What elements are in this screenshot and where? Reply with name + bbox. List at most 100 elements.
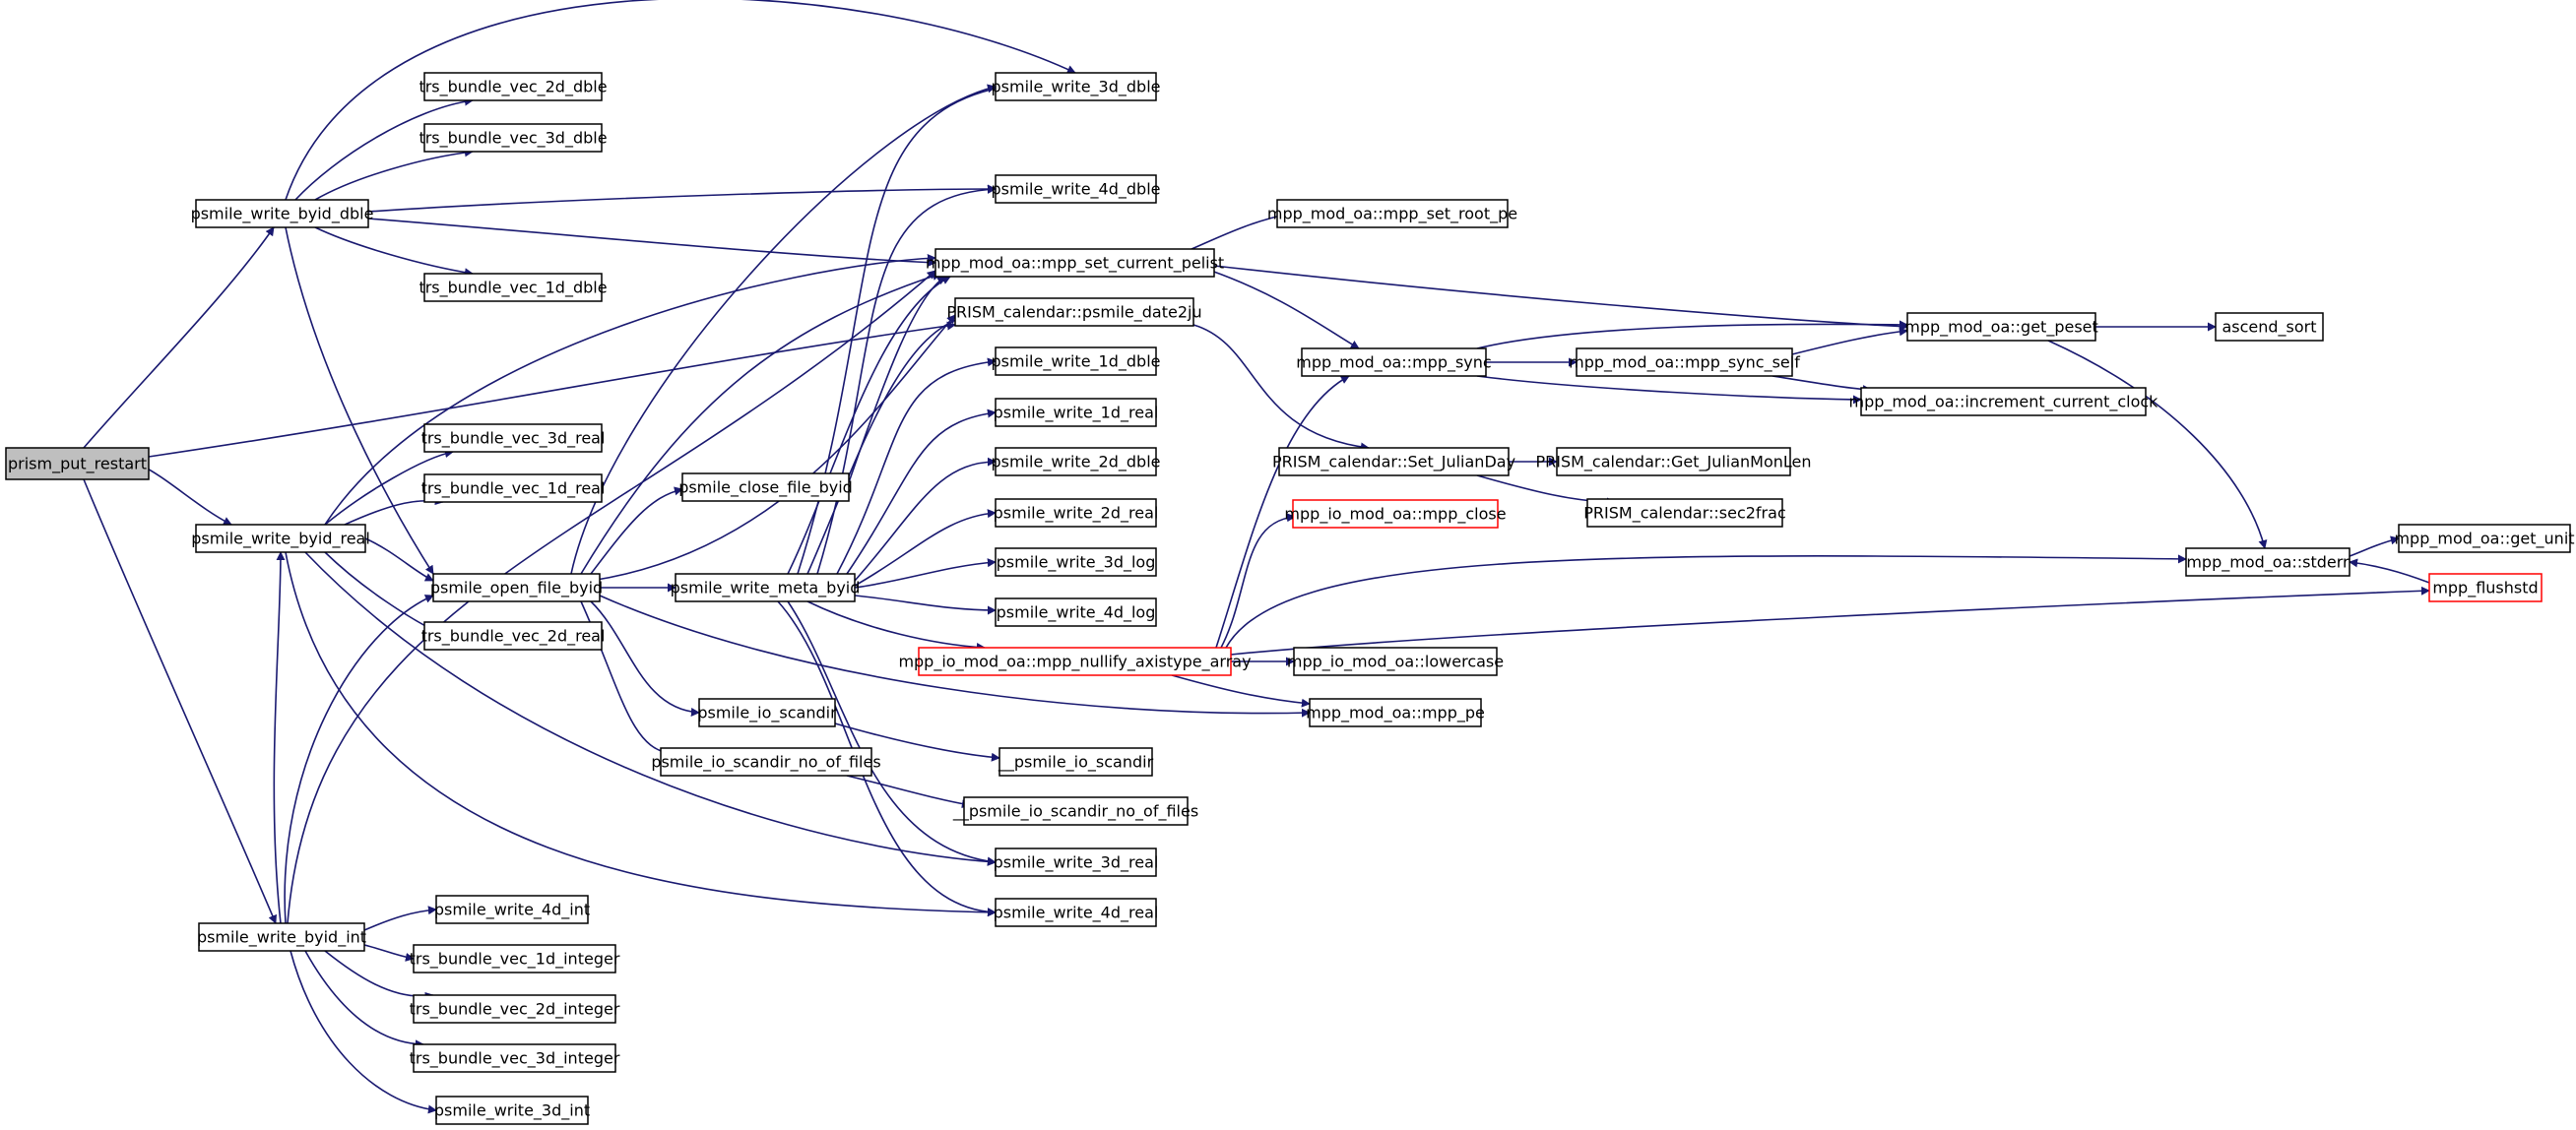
node-box (1906, 312, 2096, 342)
node-trs-bundle-vec-1d-dble[interactable]: trs_bundle_vec_1d_dble (419, 273, 608, 302)
node-trs-bundle-vec-2d-dble[interactable]: trs_bundle_vec_2d_dble (419, 72, 608, 101)
edge-psmile_write_meta_byid-to-psmile_write_2d_real (854, 509, 997, 587)
edge-psmile_write_byid_dble-to-trs_bundle_vec_1d_dble (314, 226, 474, 278)
node-mpp-pe[interactable]: mpp_mod_oa::mpp_pe (1306, 698, 1485, 727)
node-box (995, 174, 1157, 204)
node-box (1586, 498, 1783, 528)
node-mpp-sync-self[interactable]: mpp_mod_oa::mpp_sync_self (1569, 347, 1800, 377)
node-box (698, 698, 836, 727)
node-label: psmile_write_1d_dble (992, 352, 1161, 372)
node-mpp-nullify-axistype-array[interactable]: mpp_io_mod_oa::mpp_nullify_axistype_arra… (898, 647, 1252, 676)
node-psmile-write-2d-real[interactable]: psmile_write_2d_real (994, 498, 1159, 528)
node-label: ascend_sort (2222, 318, 2316, 338)
node-psmile-write-byid-real[interactable]: psmile_write_byid_real (191, 524, 370, 553)
node-box (963, 796, 1189, 826)
node-label: psmile_write_byid_int (197, 928, 366, 948)
edge-prism_put_restart-to-psmile_date2ju (148, 321, 956, 458)
node-psmile-close-file-byid[interactable]: psmile_close_file_byid (678, 472, 853, 502)
node-box (995, 447, 1157, 476)
node-label: trs_bundle_vec_2d_integer (410, 1000, 620, 1020)
edge-psmile_write_byid_real-to-psmile_open_file_byid (364, 537, 434, 582)
node-prism-put-restart[interactable]: prism_put_restart (5, 447, 150, 480)
node-box (423, 273, 603, 302)
node-psmile-write-3d-log[interactable]: psmile_write_3d_log (995, 547, 1157, 577)
node-label: mpp_io_mod_oa::lowercase (1287, 653, 1504, 672)
node-psmile-io-scandir-no-of-files[interactable]: psmile_io_scandir_no_of_files (651, 747, 881, 777)
node-box (423, 473, 603, 503)
node-label: mpp_mod_oa::stderr (2186, 553, 2350, 573)
edge-mpp_sync_self-to-get_peset (1791, 327, 1908, 355)
node-label: PRISM_calendar::Set_JulianDay (1272, 453, 1515, 472)
edge-psmile_write_byid_int-to-trs_bundle_vec_3d_integer (304, 950, 424, 1049)
node-label: PRISM_calendar::Get_JulianMonLen (1535, 453, 1811, 472)
node-mpp-sync[interactable]: mpp_mod_oa::mpp_sync (1296, 347, 1492, 377)
node-get-peset[interactable]: mpp_mod_oa::get_peset (1904, 312, 2098, 342)
node-Set-JulianDay[interactable]: PRISM_calendar::Set_JulianDay (1272, 447, 1515, 476)
node-psmile-write-byid-dble[interactable]: psmile_write_byid_dble (191, 199, 374, 228)
node-box (660, 747, 872, 777)
node-ascend-sort[interactable]: ascend_sort (2215, 312, 2324, 342)
node-psmile-write-meta-byid[interactable]: psmile_write_meta_byid (671, 573, 861, 602)
node-increment-current-clock[interactable]: mpp_mod_oa::increment_current_clock (1849, 387, 2159, 416)
node-psmile-write-1d-real[interactable]: psmile_write_1d_real (994, 398, 1159, 427)
node-get-unit[interactable]: mpp_mod_oa::get_unit (2394, 524, 2575, 553)
edge-psmile_write_meta_byid-to-psmile_date2ju (806, 314, 966, 575)
node-trs-bundle-vec-3d-dble[interactable]: trs_bundle_vec_3d_dble (419, 123, 608, 153)
edge-mpp_set_current_pelist-to-mpp_sync (1210, 270, 1360, 349)
node-label: mpp_mod_oa::mpp_pe (1306, 704, 1485, 723)
node-label: psmile_write_byid_real (191, 530, 370, 549)
node-trs-bundle-vec-3d-real[interactable]: trs_bundle_vec_3d_real (421, 423, 606, 453)
node-trs-bundle-vec-1d-integer[interactable]: trs_bundle_vec_1d_integer (410, 944, 620, 973)
edge-psmile_write_byid_dble-to-trs_bundle_vec_2d_dble (294, 96, 474, 201)
node-box (432, 573, 601, 602)
node-mpp-close[interactable]: mpp_io_mod_oa::mpp_close (1284, 499, 1507, 529)
node-Get-JulianMonLen[interactable]: PRISM_calendar::Get_JulianMonLen (1535, 447, 1812, 476)
node-lowercase[interactable]: mpp_io_mod_oa::lowercase (1287, 647, 1504, 676)
node-psmile-write-byid-int[interactable]: psmile_write_byid_int (197, 922, 366, 952)
node-sec2frac[interactable]: PRISM_calendar::sec2frac (1583, 498, 1786, 528)
node-box (423, 123, 603, 153)
call-edges (83, 0, 2443, 1114)
node-psmile-write-4d-real[interactable]: psmile_write_4d_real (994, 898, 1159, 927)
node-mpp-set-current-pelist[interactable]: mpp_mod_oa::mpp_set_current_pelist (926, 248, 1224, 278)
node-trs-bundle-vec-2d-real[interactable]: trs_bundle_vec_2d_real (421, 621, 606, 651)
node-trs-bundle-vec-2d-integer[interactable]: trs_bundle_vec_2d_integer (410, 994, 620, 1024)
node-psmile-io-scandir[interactable]: psmile_io_scandir (697, 698, 837, 727)
node-stderr[interactable]: mpp_mod_oa::stderr (2185, 547, 2351, 577)
node-mpp-set-root-pe[interactable]: mpp_mod_oa::mpp_set_root_pe (1267, 199, 1517, 228)
node-box (995, 898, 1157, 927)
node-psmile-write-3d-int[interactable]: psmile_write_3d_int (434, 1096, 590, 1125)
node-psmile-write-4d-int[interactable]: psmile_write_4d_int (434, 895, 590, 924)
node---psmile-io-scandir[interactable]: __psmile_io_scandir (998, 747, 1154, 777)
edge-psmile_date2ju-to-Set_JulianDay (1192, 324, 1370, 452)
node-mpp-flushstd[interactable]: mpp_flushstd (2428, 573, 2543, 602)
edge-psmile_write_meta_byid-to-psmile_write_4d_log (854, 595, 997, 615)
edge-psmile_write_meta_byid-to-psmile_write_4d_real (777, 600, 997, 917)
node-box (198, 922, 365, 952)
node-box (2398, 524, 2571, 553)
node-label: trs_bundle_vec_3d_dble (419, 129, 607, 149)
node-psmile-write-3d-real[interactable]: psmile_write_3d_real (994, 848, 1159, 877)
node-psmile-write-4d-dble[interactable]: psmile_write_4d_dble (992, 174, 1161, 204)
node-psmile-date2ju[interactable]: PRISM_calendar::psmile_date2ju (946, 297, 1202, 327)
node-trs-bundle-vec-1d-real[interactable]: trs_bundle_vec_1d_real (421, 473, 606, 503)
node-trs-bundle-vec-3d-integer[interactable]: trs_bundle_vec_3d_integer (410, 1043, 620, 1073)
node-box (435, 895, 589, 924)
edge-psmile_write_byid_int-to-psmile_write_3d_int (290, 950, 437, 1114)
edge-psmile_open_file_byid-to-psmile_io_scandir (590, 600, 700, 717)
node-psmile-write-2d-dble[interactable]: psmile_write_2d_dble (992, 447, 1161, 476)
node-psmile-write-1d-dble[interactable]: psmile_write_1d_dble (992, 346, 1161, 376)
node-box (954, 297, 1194, 327)
node-label: psmile_write_2d_real (994, 504, 1159, 524)
edge-mpp_sync-to-increment_current_clock (1476, 375, 1862, 405)
node-label: mpp_mod_oa::mpp_set_current_pelist (926, 254, 1224, 274)
node-psmile-write-4d-log[interactable]: psmile_write_4d_log (995, 597, 1157, 627)
node-psmile-write-3d-dble[interactable]: psmile_write_3d_dble (992, 72, 1161, 101)
edge-psmile_write_meta_byid-to-mpp_nullify_axistype_array (806, 600, 986, 653)
node-psmile-open-file-byid[interactable]: psmile_open_file_byid (430, 573, 603, 602)
edge-mpp_nullify_axistype_array-to-mpp_pe (1171, 674, 1311, 708)
edge-mpp_nullify_axistype_array-to-mpp_flushstd (1230, 586, 2430, 656)
node-label: mpp_mod_oa::get_peset (1904, 318, 2098, 338)
node-label: psmile_write_byid_dble (191, 205, 374, 224)
node---psmile-io-scandir-no-of-files[interactable]: __psmile_io_scandir_no_of_files (952, 796, 1198, 826)
